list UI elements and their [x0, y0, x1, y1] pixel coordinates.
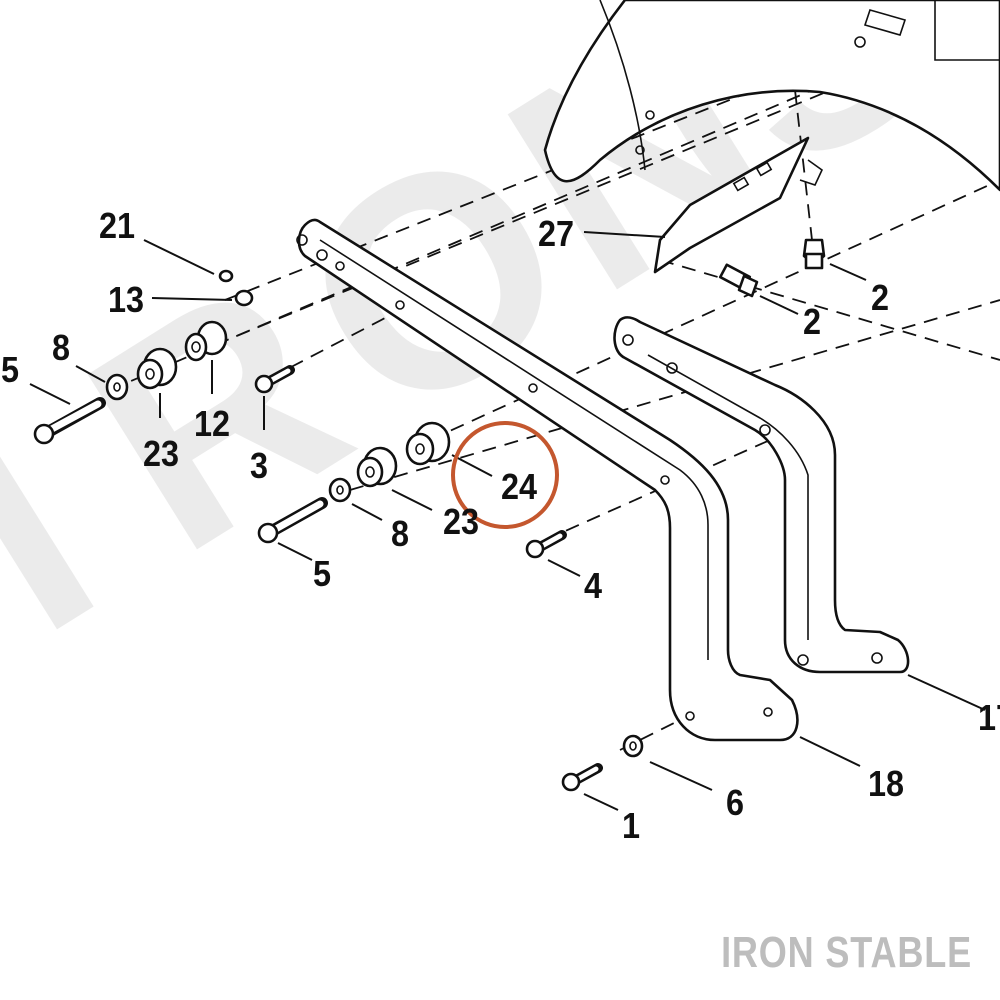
fender-part: [543, 0, 1000, 192]
screw-part-1: [561, 763, 603, 792]
strut-rear-part: [613, 316, 910, 674]
screw-part-5-upper: [33, 397, 106, 445]
screw-part-3: [254, 365, 295, 394]
callout-2-bolt: 2: [803, 302, 821, 342]
callout-12: 12: [194, 404, 230, 444]
callout-23-upper: 23: [143, 434, 179, 474]
callout-21: 21: [99, 206, 135, 246]
callout-5-upper: 5: [1, 350, 19, 390]
leader-lines: [29, 231, 986, 811]
callout-23-lower: 23: [443, 502, 479, 542]
screw-part-5-lower: [257, 497, 328, 544]
callout-17: 17: [978, 698, 1000, 738]
brand-watermark: IRON STABLE: [721, 928, 972, 977]
bolt-part-2-horizontal: [718, 263, 759, 298]
callout-1: 1: [622, 806, 640, 846]
grommet-part-23-upper: [136, 347, 178, 390]
callout-27: 27: [538, 214, 574, 254]
washer-part-6: [622, 734, 644, 758]
callout-3: 3: [250, 446, 268, 486]
screw-part-4: [525, 530, 567, 559]
callout-2-right: 2: [871, 278, 889, 318]
callout-24: 24: [501, 467, 537, 507]
highlight-circle: [451, 421, 559, 529]
callout-labels: 21 13 8 5 23 12 3 27 2 2 24 23 8 5 4 17 …: [1, 206, 1000, 846]
callout-6: 6: [726, 783, 744, 823]
callout-4: 4: [584, 566, 602, 606]
grommet-part-23-lower: [356, 446, 398, 488]
spacer-part-12: [184, 320, 228, 362]
bracket-part: [653, 136, 824, 274]
callout-8-upper: 8: [52, 328, 70, 368]
callout-8-lower: 8: [391, 514, 409, 554]
grommet-part-24: [405, 421, 451, 466]
plug-part-13: [234, 289, 254, 307]
callout-5-lower: 5: [313, 554, 331, 594]
callout-18: 18: [868, 764, 904, 804]
strut-rail-part: [296, 218, 799, 742]
bolt-part-2-vertical: [802, 238, 826, 270]
callout-13: 13: [108, 280, 144, 320]
washer-part-8-upper: [105, 373, 129, 401]
washer-part-8-lower: [328, 477, 352, 503]
plug-part-21: [218, 269, 234, 283]
